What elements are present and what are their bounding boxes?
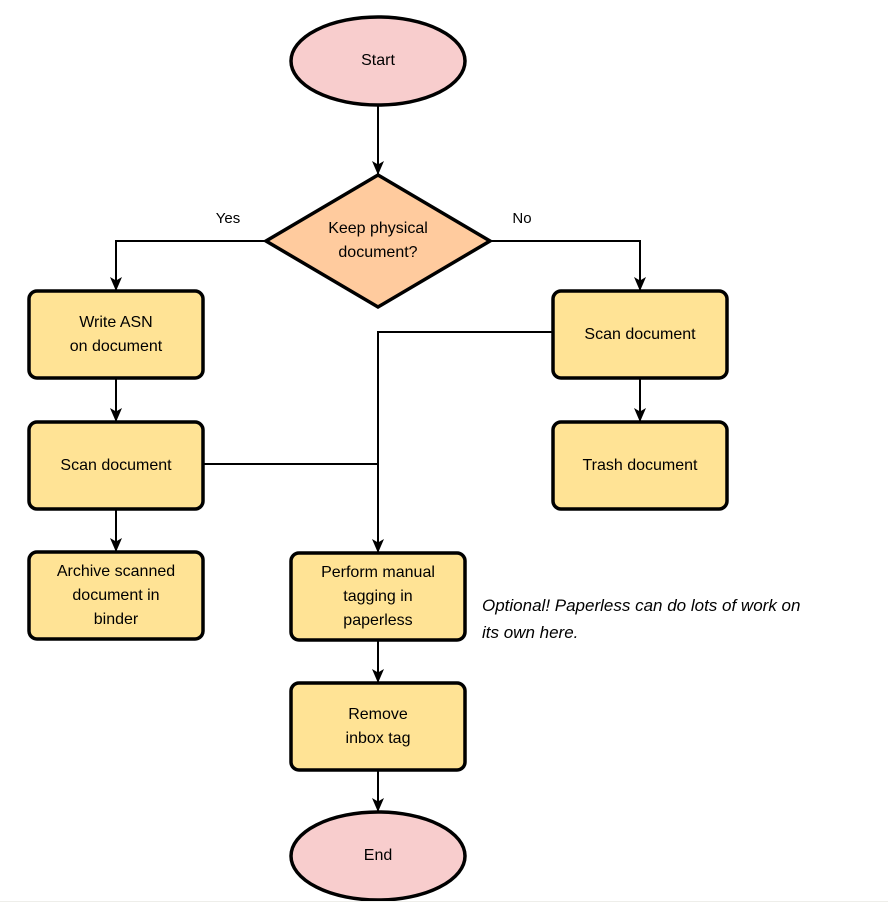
no-edge-label: No (512, 210, 532, 227)
edge-decision-yes (110, 240, 266, 291)
decision-node (262, 172, 494, 310)
bottom-hairline (0, 901, 888, 902)
trash-node (551, 420, 729, 511)
tagging-node (289, 551, 467, 642)
edges (110, 104, 646, 812)
edge-scanright-to-tagging (372, 331, 553, 553)
yes-edge-label: Yes (215, 210, 241, 227)
scan-right-node (551, 289, 729, 380)
end-node (289, 810, 467, 902)
remove-inbox-node (289, 681, 467, 772)
start-node (289, 15, 467, 107)
archive-node (27, 550, 205, 641)
scan-left-node (27, 420, 205, 511)
edge-decision-no (490, 240, 646, 291)
optional-annotation: Optional! Paperless can do lots of work … (482, 596, 801, 642)
write-asn-node (27, 289, 205, 380)
